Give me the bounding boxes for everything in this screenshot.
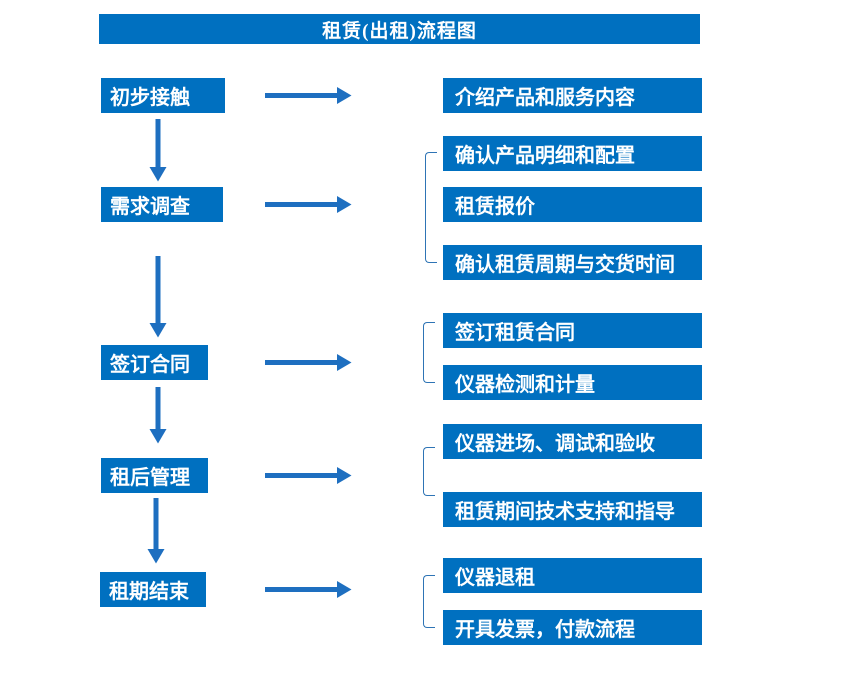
detail-box-instrument-testing: 仪器检测和计量: [443, 365, 702, 400]
detail-box-sign-rental-contract: 签订租赁合同: [443, 313, 702, 348]
stage-box-sign-contract: 签订合同: [101, 345, 208, 380]
detail-box-invoice-payment: 开具发票，付款流程: [443, 610, 702, 645]
stage-box-rental-end: 租期结束: [100, 572, 206, 607]
detail-box-instrument-setup: 仪器进场、调试和验收: [443, 424, 702, 459]
flowchart-title: 租赁(出租)流程图: [99, 14, 700, 44]
group-bracket-sign-contract: [423, 322, 435, 383]
stage-box-post-rental-management: 租后管理: [101, 458, 208, 493]
detail-box-rental-quote: 租赁报价: [443, 187, 702, 222]
detail-box-introduce-products: 介绍产品和服务内容: [443, 78, 702, 113]
detail-box-confirm-product-details: 确认产品明细和配置: [443, 136, 702, 171]
group-bracket-rental-end: [423, 575, 435, 628]
detail-box-instrument-return: 仪器退租: [443, 558, 702, 593]
stage-box-demand-survey: 需求调查: [101, 187, 223, 222]
group-bracket-demand-survey: [425, 152, 437, 263]
detail-box-tech-support: 租赁期间技术支持和指导: [443, 492, 702, 527]
detail-box-confirm-rental-period: 确认租赁周期与交货时间: [443, 245, 702, 280]
group-bracket-post-rental: [423, 447, 435, 496]
stage-box-initial-contact: 初步接触: [101, 78, 225, 113]
